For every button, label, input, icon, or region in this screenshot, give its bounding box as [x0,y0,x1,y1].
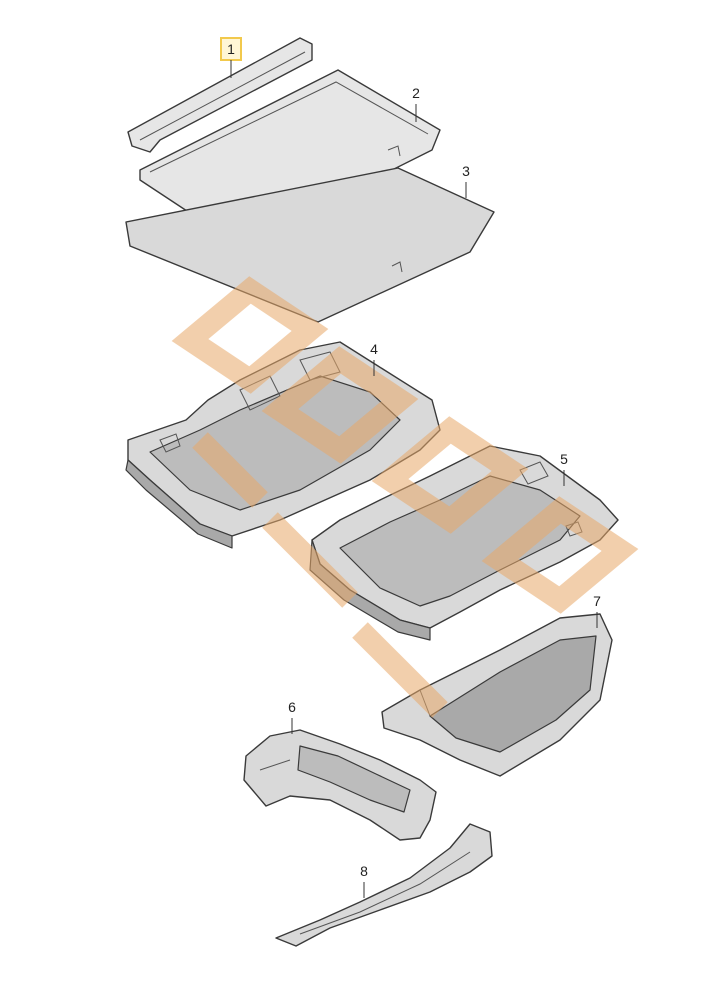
callout-8-label: 8 [360,863,368,879]
part-4-foam-tray [125,341,441,549]
part-3-floor-panel [125,167,495,323]
callout-5-label: 5 [560,451,568,467]
callout-7-label: 7 [593,593,601,609]
callout-4: 4 [370,341,378,376]
callout-1-label: 1 [227,41,235,57]
callout-3-label: 3 [462,163,470,179]
part-6-foam-insert [243,729,437,841]
callout-1: 1 [220,37,242,78]
callout-5: 5 [560,451,568,486]
callout-6-label: 6 [288,699,296,715]
part-1-trim-strip [127,37,313,153]
callout-7: 7 [593,593,601,628]
callout-8: 8 [360,863,368,898]
watermark-logo [171,276,639,718]
callout-3: 3 [462,163,470,198]
part-7-storage-box [381,613,613,777]
callout-2-label: 2 [412,85,420,101]
part-2-floor-cover [139,69,441,247]
callout-2: 2 [412,85,420,122]
callout-6: 6 [288,699,296,734]
callout-4-label: 4 [370,341,378,357]
part-8-foam-strip [275,823,493,947]
